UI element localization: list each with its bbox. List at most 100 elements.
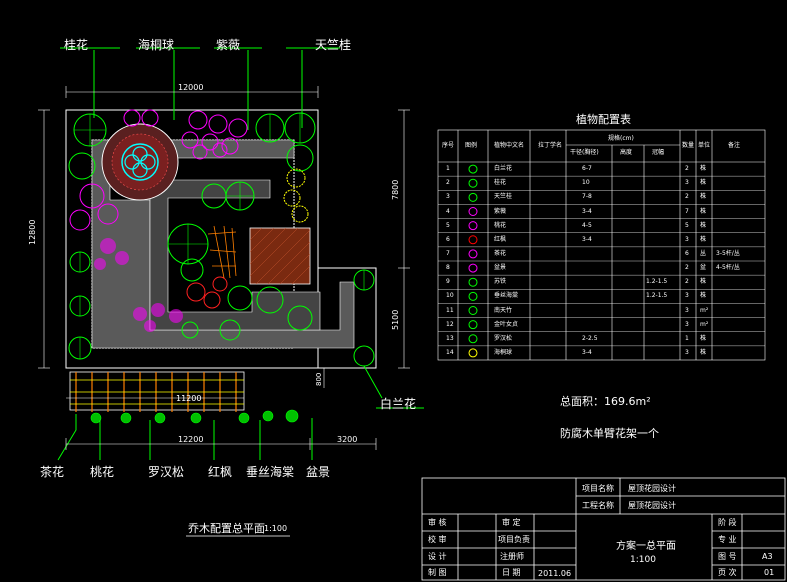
table-cell-no: 3 xyxy=(446,193,450,201)
table-cell-no: 13 xyxy=(446,334,454,342)
tb-major-label: 专 业 xyxy=(718,535,737,544)
tb-project-value: 屋顶花园设计 xyxy=(628,484,676,493)
table-cell-name: 桃花 xyxy=(494,221,507,229)
table-cell-h: 7-8 xyxy=(582,193,592,201)
table-cell-no: 4 xyxy=(446,207,450,215)
table-cell-name: 天竺桂 xyxy=(494,193,513,201)
plant-legend-marks xyxy=(468,164,478,358)
tb-reg-arch: 注册师 xyxy=(500,552,524,561)
dim-left-height: 12800 xyxy=(28,219,37,245)
table-cell-name: 紫薇 xyxy=(494,207,507,215)
table-cell-qty: 5 xyxy=(685,221,689,229)
table-cell-name: 南天竹 xyxy=(494,306,513,314)
th-qty: 数量 xyxy=(682,142,695,149)
table-cell-name: 桂花 xyxy=(494,179,507,187)
plant-legend-icon xyxy=(468,263,478,273)
paved-walk xyxy=(149,179,321,331)
magenta-trees xyxy=(69,109,248,231)
label-peach: 桃花 xyxy=(90,465,115,479)
tb-page-value: 01 xyxy=(764,568,775,577)
table-cell-crown: 1.2-1.5 xyxy=(646,278,668,286)
table-cell-qty: 2 xyxy=(685,165,689,173)
plant-legend-icon xyxy=(468,334,478,344)
label-bonsai: 盆景 xyxy=(306,465,331,479)
dim-top-width: 12000 xyxy=(178,83,204,92)
table-cell-no: 9 xyxy=(446,278,450,286)
table-cell-h: 3-4 xyxy=(582,348,592,356)
dim-right-lower: 5100 xyxy=(391,309,400,330)
tb-date-label: 日 期 xyxy=(502,568,521,577)
th-crown: 冠幅 xyxy=(652,149,665,156)
table-cell-unit: m² xyxy=(700,320,709,328)
label-camphor: 天竺桂 xyxy=(315,38,352,52)
label-pittosporum: 海桐球 xyxy=(138,38,175,52)
plant-legend-icon xyxy=(468,235,478,245)
table-cell-unit: 株 xyxy=(700,292,707,300)
plant-legend-icon xyxy=(468,164,478,174)
table-cell-no: 8 xyxy=(446,264,450,272)
table-cell-qty: 6 xyxy=(685,249,689,257)
th-trunk: 干径(胸径) xyxy=(570,149,599,156)
label-red-maple: 红枫 xyxy=(208,465,233,479)
table-cell-name: 苏铁 xyxy=(494,278,507,286)
leader-lines xyxy=(57,47,424,461)
tb-sheet-value: A3 xyxy=(762,552,773,561)
magenta-shrubs xyxy=(94,238,183,332)
pergola-note: 防腐木单臂花架一个 xyxy=(560,427,659,440)
tb-date-value: 2011.06 xyxy=(538,569,572,578)
label-osmanthus: 桂花 xyxy=(64,38,89,52)
th-note: 备注 xyxy=(728,142,741,149)
table-cell-name: 金叶女贞 xyxy=(494,320,519,328)
label-podocarpus: 罗汉松 xyxy=(148,465,185,479)
label-crape-myrtle: 紫薇 xyxy=(216,38,241,52)
table-cell-unit: 株 xyxy=(700,278,707,286)
tb-work-value: 屋顶花园设计 xyxy=(628,501,676,510)
th-legend: 图例 xyxy=(465,142,478,149)
table-cell-name: 海桐球 xyxy=(494,348,513,356)
red-maples xyxy=(186,276,228,309)
plant-legend-icon xyxy=(468,249,478,259)
orange-shrub xyxy=(207,225,237,279)
plant-legend-icon xyxy=(468,207,478,216)
table-cell-no: 14 xyxy=(446,348,454,356)
plant-legend-icon xyxy=(468,348,478,358)
table-cell-no: 5 xyxy=(446,221,450,229)
label-camellia: 茶花 xyxy=(40,465,65,479)
title-block-grid xyxy=(421,477,786,581)
th-spec: 规格(cm) xyxy=(608,135,634,142)
plant-legend-icon xyxy=(468,320,478,330)
green-tree-spokes xyxy=(74,113,365,359)
table-cell-qty: 3 xyxy=(685,320,689,328)
table-cell-unit: 株 xyxy=(700,221,707,229)
wood-deck xyxy=(249,227,311,285)
total-area: 总面积：169.6m² xyxy=(560,395,651,408)
table-cell-name: 罗汉松 xyxy=(494,334,513,342)
tb-drawing-title: 方案一总平面 xyxy=(616,541,676,552)
plant-legend-icon xyxy=(468,178,478,188)
table-cell-h: 4-5 xyxy=(582,221,592,229)
plant-legend-icon xyxy=(468,306,478,315)
plant-legend-icon xyxy=(468,291,478,301)
tb-check: 校 审 xyxy=(428,535,447,544)
dim-bottom-right: 3200 xyxy=(337,435,358,444)
dim-small-gap: 800 xyxy=(315,372,323,386)
table-cell-no: 12 xyxy=(446,320,454,328)
plant-table-rows xyxy=(438,175,765,347)
table-cell-no: 6 xyxy=(446,235,450,243)
table-cell-name: 茶花 xyxy=(494,249,507,257)
th-latin: 拉丁学名 xyxy=(538,142,563,149)
table-title: 植物配置表 xyxy=(576,113,631,126)
table-cell-name: 盆景 xyxy=(494,264,507,272)
table-cell-h: 10 xyxy=(582,179,590,187)
table-cell-note: 3-5杆/丛 xyxy=(716,249,740,257)
table-cell-unit: 株 xyxy=(700,235,707,243)
table-cell-name: 白兰花 xyxy=(494,165,513,173)
table-cell-qty: 3 xyxy=(685,306,689,314)
table-cell-h: 3-4 xyxy=(582,235,592,243)
plant-table-grid xyxy=(437,129,766,361)
table-cell-qty: 7 xyxy=(685,207,689,215)
table-cell-no: 7 xyxy=(446,249,450,257)
table-cell-unit: 丛 xyxy=(700,249,707,257)
label-magnolia: 白兰花 xyxy=(380,397,417,411)
table-cell-name: 垂丝海棠 xyxy=(494,292,519,300)
